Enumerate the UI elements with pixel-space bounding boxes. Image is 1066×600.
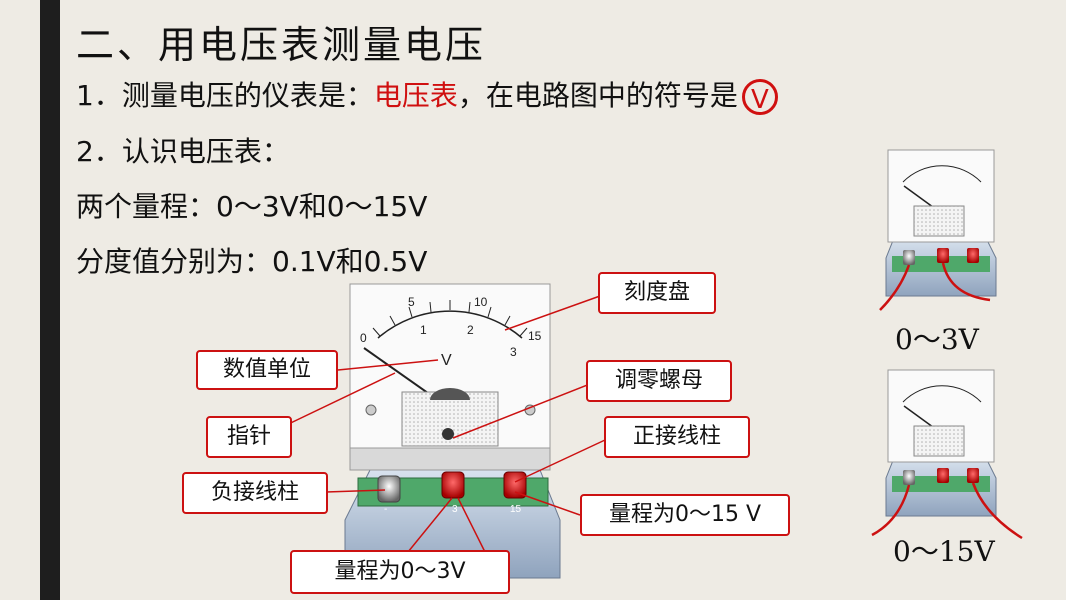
scale-bottom-1: 1: [420, 323, 427, 337]
scale-bottom-2: 2: [467, 323, 474, 337]
line-instrument-highlight: 电压表: [373, 79, 458, 112]
callout-dial: 刻度盘: [598, 272, 716, 314]
line-ranges: 两个量程：0～3V和0～15V: [76, 190, 428, 223]
small-meter-label-3v: 0～3V: [895, 323, 979, 356]
sidebar-bar: [40, 0, 60, 600]
main-voltmeter: - 3 15 5 10 15 0 1 2 3 V: [344, 283, 561, 579]
small-voltmeter-3v: [879, 149, 997, 311]
callout-range-15: 量程为0～15 V: [580, 494, 790, 536]
callout-positive: 正接线柱: [604, 416, 750, 458]
callout-pointer: 指针: [206, 416, 292, 458]
scale-bottom-3: 3: [510, 345, 517, 359]
scale-top-10: 10: [474, 295, 488, 309]
line-instrument-middle: ，在电路图中的符号是: [457, 79, 738, 112]
page-title: 二、用电压表测量电压: [76, 23, 487, 67]
callout-unit: 数值单位: [196, 350, 338, 390]
line-recognize: 2．认识电压表：: [76, 135, 290, 168]
line-instrument-prefix: 1．测量电压的仪表是：: [76, 79, 374, 112]
terminal-label-3: 3: [452, 504, 458, 515]
scale-bottom-0: 0: [360, 331, 367, 345]
zero-adjust-screw: [442, 428, 454, 440]
terminal-label-negative: -: [384, 504, 387, 515]
small-voltmeter-15v: [871, 369, 1023, 540]
small-meter-label-15v: 0～15V: [893, 535, 995, 568]
callout-range-3: 量程为0～3V: [290, 550, 510, 594]
unit-v-label: V: [441, 352, 452, 369]
terminal-label-15: 15: [510, 504, 522, 515]
callout-negative: 负接线柱: [182, 472, 328, 514]
callout-zero-adjust: 调零螺母: [586, 360, 732, 402]
scale-top-15: 15: [528, 329, 542, 343]
line-division: 分度值分别为：0.1V和0.5V: [76, 245, 428, 278]
scale-ticks: [372, 300, 528, 337]
voltmeter-symbol-icon: V: [741, 79, 778, 115]
callout-leaders: [275, 295, 606, 553]
scale-top-5: 5: [408, 295, 415, 309]
